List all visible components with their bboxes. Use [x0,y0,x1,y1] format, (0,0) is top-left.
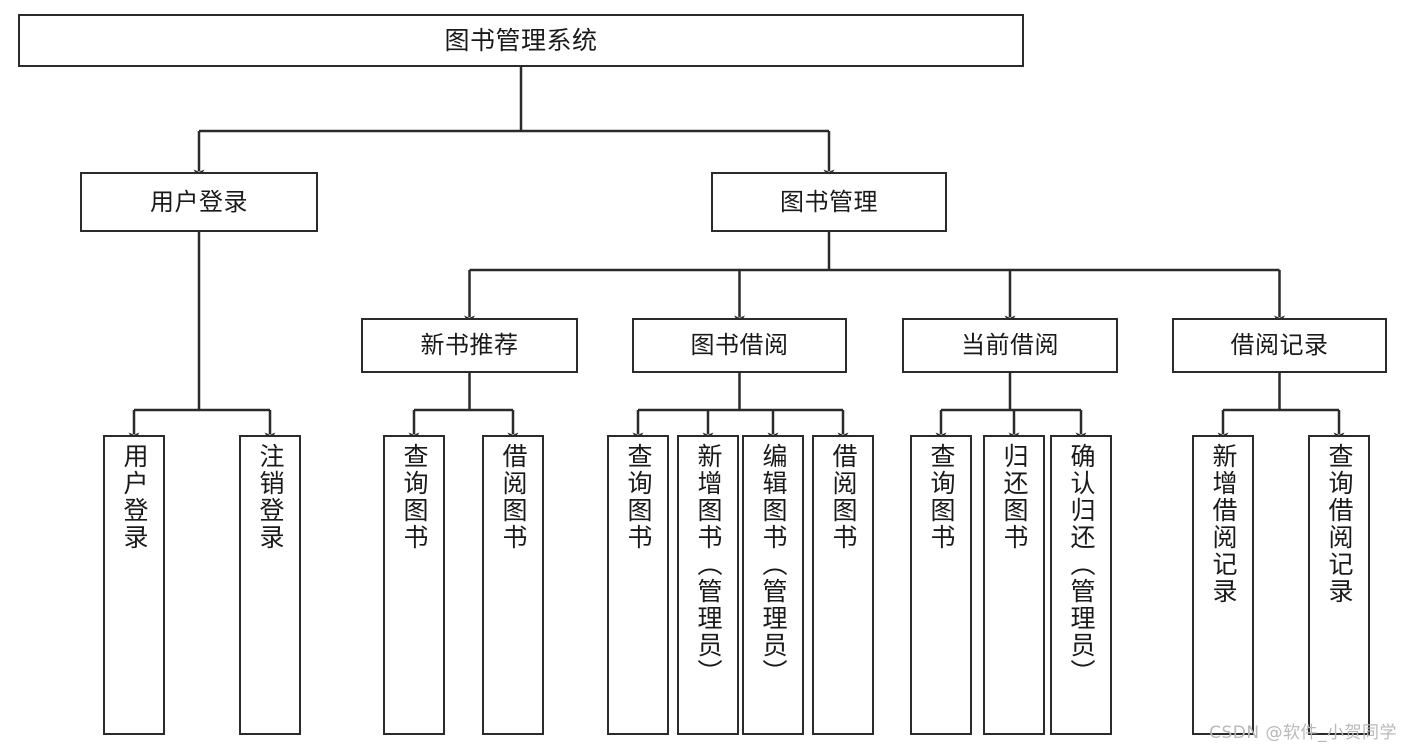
node-label: 借阅图书 [829,443,858,551]
node-label: 新增借阅记录 [1209,443,1238,605]
node-borrow-record[interactable]: 借阅记录 [1172,318,1387,373]
node-label: 借阅记录 [1230,331,1329,360]
node-label: 编辑图书（管理员） [759,443,788,686]
node-label: 注销登录 [256,443,285,551]
node-leaf-add-record[interactable]: 新增借阅记录 [1192,435,1254,735]
node-label: 新增图书（管理员） [694,443,723,686]
node-label: 借阅图书 [499,443,528,551]
node-leaf-query-book-3[interactable]: 查询图书 [910,435,972,735]
node-current-borrow[interactable]: 当前借阅 [902,318,1118,373]
node-leaf-user-login[interactable]: 用户登录 [103,435,165,735]
node-label: 查询图书 [927,443,956,551]
node-label: 当前借阅 [961,331,1059,360]
node-leaf-return-book[interactable]: 归还图书 [983,435,1045,735]
node-label: 查询借阅记录 [1325,443,1354,605]
node-new-book-rec[interactable]: 新书推荐 [361,318,578,373]
node-label: 查询图书 [624,443,653,551]
node-label: 用户登录 [150,187,248,216]
node-label: 归还图书 [1000,443,1029,551]
node-leaf-query-book-2[interactable]: 查询图书 [607,435,669,735]
node-label: 新书推荐 [420,331,519,360]
node-leaf-add-book[interactable]: 新增图书（管理员） [677,435,739,735]
node-book-manage[interactable]: 图书管理 [711,172,947,232]
node-leaf-borrow-book-1[interactable]: 借阅图书 [482,435,544,735]
node-root[interactable]: 图书管理系统 [18,14,1024,67]
watermark-text: CSDN @软件_小贺同学 [1209,723,1397,743]
node-label: 查询图书 [400,443,429,551]
node-leaf-query-book-1[interactable]: 查询图书 [383,435,445,735]
node-user-login[interactable]: 用户登录 [80,172,318,232]
node-book-borrow[interactable]: 图书借阅 [632,318,847,373]
node-label: 用户登录 [120,443,149,551]
node-leaf-confirm-return[interactable]: 确认归还（管理员） [1050,435,1112,735]
node-leaf-query-record[interactable]: 查询借阅记录 [1308,435,1370,735]
node-label: 图书管理 [780,187,878,216]
node-leaf-user-logout[interactable]: 注销登录 [239,435,301,735]
node-leaf-borrow-book-2[interactable]: 借阅图书 [812,435,874,735]
node-label: 图书管理系统 [444,25,598,55]
node-leaf-edit-book[interactable]: 编辑图书（管理员） [742,435,804,735]
node-label: 图书借阅 [690,331,789,360]
node-label: 确认归还（管理员） [1067,443,1096,686]
